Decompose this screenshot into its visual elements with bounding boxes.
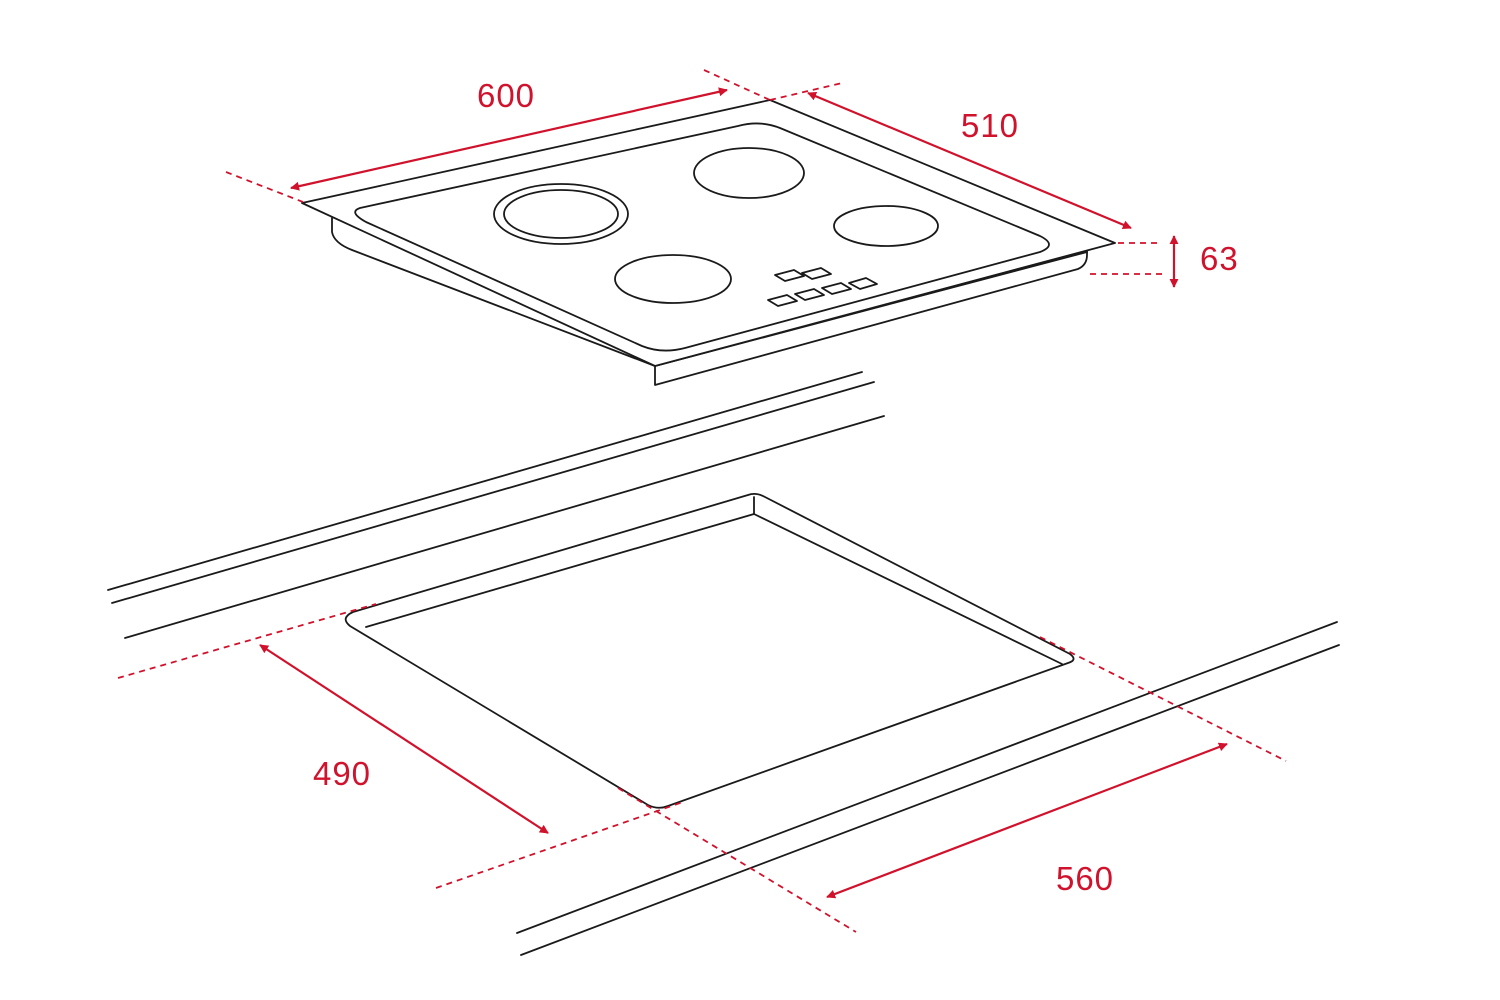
dimension-hob-depth: 510 — [769, 82, 1132, 230]
hob-inner-panel — [354, 122, 1050, 352]
dimension-cutout-depth: 490 — [117, 603, 684, 889]
cutout-inner-edge — [753, 513, 1063, 665]
countertop-back-edge — [107, 371, 863, 591]
countertop — [107, 371, 1340, 956]
cutout-opening — [344, 492, 1075, 809]
dimension-label-560: 560 — [1056, 860, 1114, 897]
burner-front-left — [614, 254, 732, 304]
control-key — [848, 277, 878, 290]
cutout-inner-edge — [365, 513, 755, 628]
dimension-hob-width: 600 — [225, 69, 771, 203]
dimension-label-510: 510 — [961, 107, 1019, 144]
control-key — [767, 294, 798, 307]
control-key — [801, 267, 832, 280]
control-panel — [767, 267, 878, 307]
dimension-label-63: 63 — [1200, 240, 1239, 277]
control-key — [794, 288, 825, 301]
countertop-back-edge — [124, 415, 885, 639]
dimension-cutout-width: 560 — [617, 636, 1287, 933]
dimension-label-490: 490 — [313, 755, 371, 792]
control-key — [774, 269, 805, 282]
dimension-hob-height: 63 — [1090, 235, 1239, 288]
countertop-front-edge — [516, 621, 1338, 934]
control-key — [821, 282, 852, 295]
dimension-label-600: 600 — [477, 77, 535, 114]
countertop-front-edge — [520, 644, 1340, 956]
countertop-back-edge — [111, 381, 875, 604]
